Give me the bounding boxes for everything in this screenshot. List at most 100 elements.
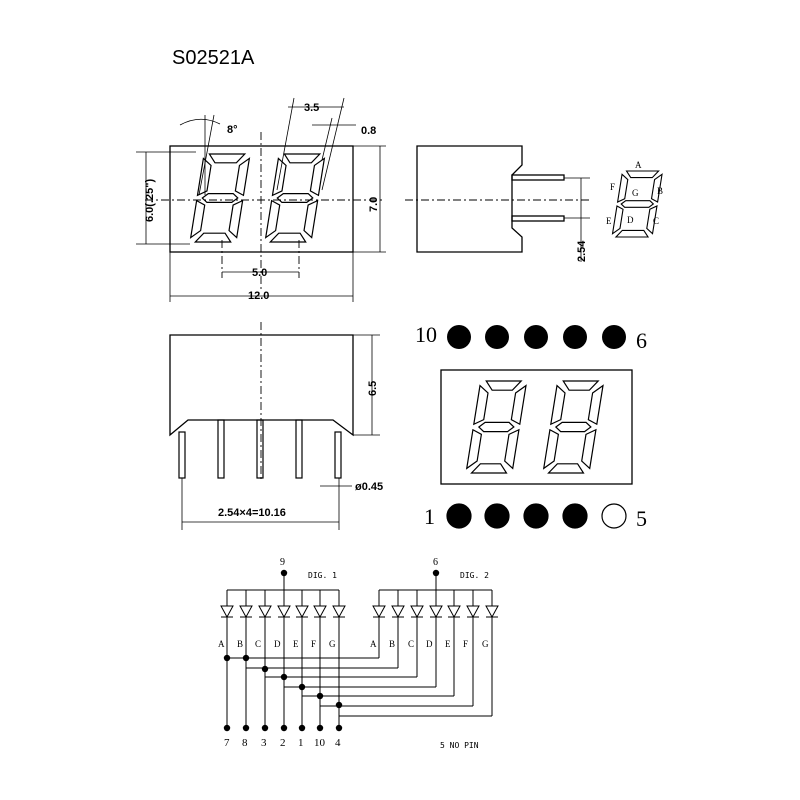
- front-digit-2-seg-c: [303, 199, 319, 239]
- dig1-seg-label-a: A: [218, 639, 225, 649]
- front-digit-2-seg-a: [283, 153, 322, 164]
- pin-dot-bottom-3: [523, 503, 549, 529]
- seg-e-junction: [298, 683, 306, 691]
- front-digit-1-seg-d: [193, 232, 232, 243]
- seg-e-pin-node: [298, 724, 306, 732]
- layout-digit-2-seg-a: [562, 380, 600, 391]
- pin-dot-bottom-2: [484, 503, 510, 529]
- dim-digit-pitch: 5.0: [252, 267, 267, 279]
- dig1-diode-g-triangle: [332, 605, 346, 619]
- pin-layout-dots: [446, 325, 627, 529]
- legend-digit: [611, 170, 663, 238]
- front-digit-1-seg-f: [196, 157, 212, 197]
- circuit-schematic: 9 6 DIG. 1 DIG. 2 A B C D E F G A B C D …: [218, 557, 499, 750]
- seg-c-junction: [261, 665, 269, 673]
- pin-layout-digits: [465, 380, 604, 474]
- seg-g-pin-node: [335, 724, 343, 732]
- seg-f-junction: [316, 692, 324, 700]
- dig2-diode-c-triangle: [410, 605, 424, 619]
- dig1-diode-c-triangle: [258, 605, 272, 619]
- dim-height-65: 6.5: [367, 381, 379, 396]
- front-digit-1-seg-g: [201, 193, 239, 203]
- pin-label-top-left: 10: [415, 322, 437, 347]
- bottom-pin-1: [178, 431, 186, 479]
- legend-label-d: D: [627, 215, 634, 225]
- front-digit-1-seg-a: [208, 153, 247, 164]
- pin-dot-top-10: [447, 325, 471, 349]
- dig1-diode-b-triangle: [239, 605, 253, 619]
- layout-digit-2-seg-f: [550, 384, 566, 426]
- dig2-label: DIG. 2: [460, 571, 489, 580]
- pin-dot-bottom-4: [562, 503, 588, 529]
- side-body-outline: [416, 145, 523, 253]
- layout-digit-2-seg-e: [542, 428, 560, 470]
- legend-digit-seg-d: [614, 229, 650, 238]
- pin-dot-bottom-1: [446, 503, 472, 529]
- segment-legend: A B C D E F G: [606, 160, 663, 238]
- front-digit-2-seg-e: [264, 199, 281, 239]
- dig2-seg-label-b: B: [389, 639, 395, 649]
- bottom-pin-label-2: 8: [242, 737, 248, 749]
- dig2-diode-f-triangle: [466, 605, 480, 619]
- front-digit-outlines: [189, 153, 326, 243]
- layout-digit-1-seg-g: [477, 421, 515, 433]
- dig2-seg-label-f: F: [463, 639, 468, 649]
- layout-digit-1-seg-f: [473, 384, 489, 426]
- dim-pin-span: 2.54×4=10.16: [218, 507, 286, 519]
- front-digit-2-seg-d: [268, 232, 307, 243]
- dig1-diode-e-triangle: [295, 605, 309, 619]
- front-body-outline: [169, 145, 354, 253]
- dim-pin-diameter: ø0.45: [355, 481, 383, 493]
- angle-arc: [179, 118, 221, 126]
- dig1-diode-d-triangle: [277, 605, 291, 619]
- legend-label-a: A: [635, 160, 642, 170]
- legend-digit-seg-g: [620, 200, 655, 208]
- layout-digit-1-seg-b: [510, 384, 527, 426]
- front-view: 6.0(.25") 7.0 5.0 12.0 8° 3.5 0.8: [136, 97, 386, 302]
- dim-seg-pitch: 3.5: [304, 102, 319, 114]
- legend-digit-seg-e: [611, 205, 624, 235]
- seg-pitch-ext-b: [321, 97, 345, 191]
- pin-dot-bottom-5: [601, 503, 627, 529]
- dim-height-7: 7.0: [368, 197, 380, 212]
- circuit-lines: [220, 569, 499, 732]
- seg-d-pin-node: [280, 724, 288, 732]
- bottom-pin-5: [334, 431, 342, 479]
- dig1-diode-a-triangle: [220, 605, 234, 619]
- dig1-seg-label-e: E: [293, 639, 299, 649]
- seg-f-pin-node: [316, 724, 324, 732]
- seg-b-junction: [242, 654, 250, 662]
- pin-dot-top-8: [524, 325, 548, 349]
- pin-dot-top-7: [563, 325, 587, 349]
- layout-digit-1-seg-c: [504, 428, 520, 470]
- pin-dot-top-9: [485, 325, 509, 349]
- bottom-pin-label-7: 4: [335, 737, 341, 749]
- seg-pitch-ext-a: [276, 97, 295, 191]
- dig2-diode-g-triangle: [485, 605, 499, 619]
- side-pin-upper: [511, 174, 565, 181]
- no-pin-note: 5 NO PIN: [440, 741, 479, 750]
- bottom-view-pins: [178, 419, 342, 479]
- dig2-pin-node: [432, 569, 440, 577]
- side-pin-lower: [511, 215, 565, 222]
- front-digit-2-seg-b: [309, 157, 326, 197]
- dig2-diode-d-triangle: [429, 605, 443, 619]
- seg-c-pin-node: [261, 724, 269, 732]
- dim-height-6: 6.0(.25"): [144, 179, 156, 222]
- dig1-seg-label-c: C: [255, 639, 261, 649]
- dig1-diode-f-triangle: [313, 605, 327, 619]
- pin-label-top-right: 6: [636, 328, 647, 353]
- front-digit-2-seg-f: [271, 157, 287, 197]
- legend-digit-seg-f: [616, 173, 629, 203]
- front-digit-1-seg-c: [228, 199, 244, 239]
- front-digit-1-seg-b: [234, 157, 251, 197]
- seg-width-ext: [321, 117, 333, 161]
- bottom-pin-4: [295, 419, 303, 479]
- legend-digit-seg-a: [625, 170, 660, 179]
- pin-label-bottom-left: 1: [424, 504, 435, 529]
- dim-pin-pitch: 2.54: [576, 240, 588, 262]
- bottom-pin-label-5: 1: [298, 737, 304, 749]
- dig1-pin-node: [280, 569, 288, 577]
- legend-label-c: C: [653, 216, 659, 226]
